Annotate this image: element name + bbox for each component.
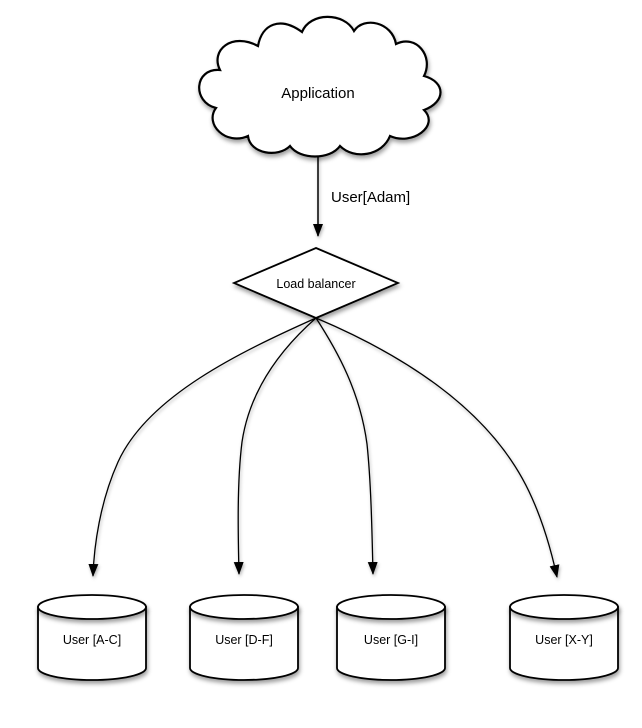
lb-to-shard-1-arrow (88, 317, 317, 577)
cylinder-body (189, 606, 299, 681)
shard-cylinder-4: User [X-Y] (509, 594, 619, 681)
shard-label-4: User [X-Y] (535, 633, 593, 647)
shard-label-2: User [D-F] (215, 633, 273, 647)
shard-cylinder-1: User [A-C] (37, 594, 147, 681)
application-cloud-node: Application (198, 15, 442, 158)
app-to-lb-arrow-label: User[Adam] (331, 189, 410, 206)
cylinder-body (336, 606, 446, 681)
application-label: Application (281, 85, 354, 102)
cloud-shape (198, 15, 442, 158)
cylinder-body (509, 606, 619, 681)
shard-cylinder-3: User [G-I] (336, 594, 446, 681)
diamond-shape (231, 247, 401, 319)
cylinder-body (37, 606, 147, 681)
lb-to-shard-4-arrow (315, 317, 560, 578)
load-balancer-label: Load balancer (276, 277, 355, 291)
load-balancer-node: Load balancer (231, 247, 401, 319)
cylinder-top (509, 594, 619, 620)
lb-to-shard-3-arrow (315, 317, 378, 575)
lb-to-shard-2-arrow (233, 317, 317, 575)
shard-label-3: User [G-I] (364, 633, 418, 647)
cylinder-top (336, 594, 446, 620)
cylinder-top (37, 594, 147, 620)
shard-label-1: User [A-C] (63, 633, 121, 647)
shard-cylinder-2: User [D-F] (189, 594, 299, 681)
cylinder-top (189, 594, 299, 620)
